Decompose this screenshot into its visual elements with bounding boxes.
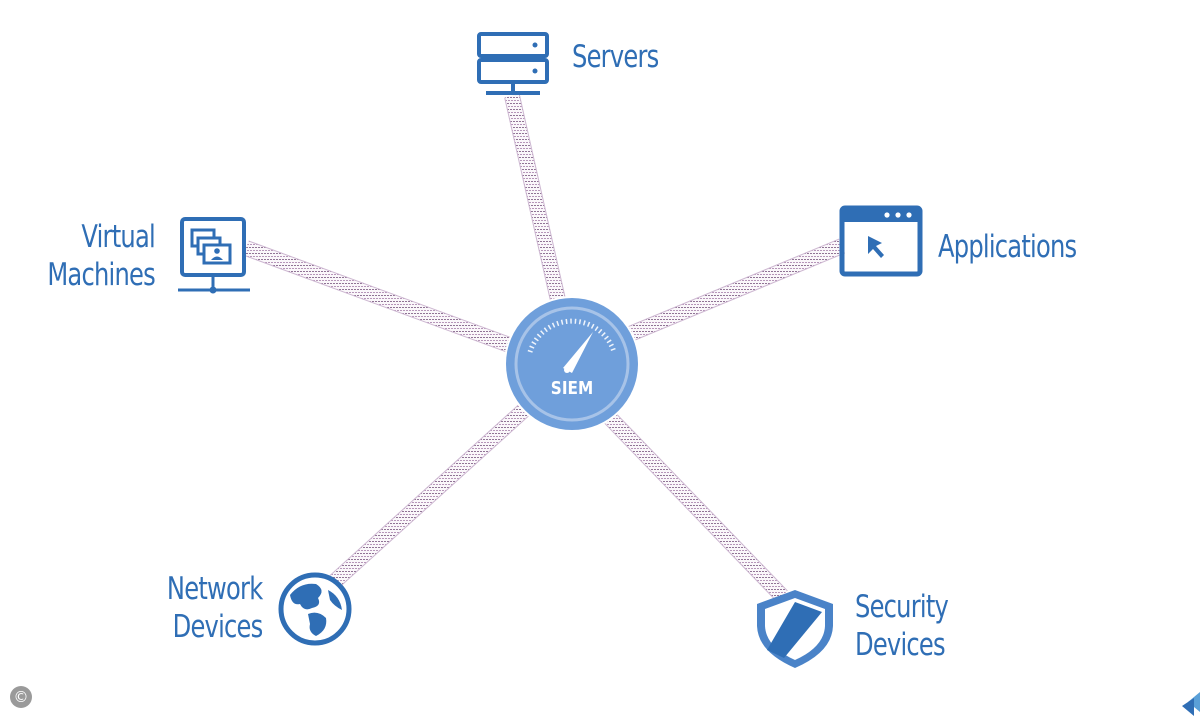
hub-label: SIEM: [550, 378, 594, 399]
virtual-machine-monitor-icon: [178, 217, 250, 294]
application-window-icon: [839, 205, 923, 277]
copyright-icon: ©: [10, 686, 32, 708]
applications-label-text: Applications: [938, 229, 1077, 265]
log-stream-applications: [626, 238, 846, 342]
network-devices-line1: Network: [166, 571, 262, 607]
server-icon: [477, 32, 549, 95]
network-devices-line2: Devices: [172, 609, 263, 645]
servers-label: Servers: [572, 38, 659, 76]
servers-label-text: Servers: [572, 39, 659, 75]
applications-label: Applications: [938, 228, 1077, 266]
shield-icon: [757, 590, 833, 668]
log-streams: [243, 94, 846, 602]
network-devices-label: Network Devices: [166, 570, 262, 646]
virtual-machines-label: Virtual Machines: [47, 218, 155, 294]
corner-logo-icon: [1182, 692, 1200, 716]
virtual-machines-line2: Machines: [47, 257, 155, 293]
virtual-machines-line1: Virtual: [81, 219, 155, 255]
globe-icon: [278, 572, 352, 646]
security-devices-label: Security Devices: [855, 588, 949, 664]
speedometer-icon: [527, 318, 617, 373]
siem-hub[interactable]: [504, 296, 640, 432]
security-devices-line1: Security: [855, 589, 949, 625]
log-stream-servers: [504, 94, 566, 302]
security-devices-line2: Devices: [855, 627, 946, 663]
log-stream-security-devices: [604, 412, 788, 602]
log-stream-virtual-machines: [243, 240, 515, 354]
log-stream-network-devices: [328, 404, 530, 588]
